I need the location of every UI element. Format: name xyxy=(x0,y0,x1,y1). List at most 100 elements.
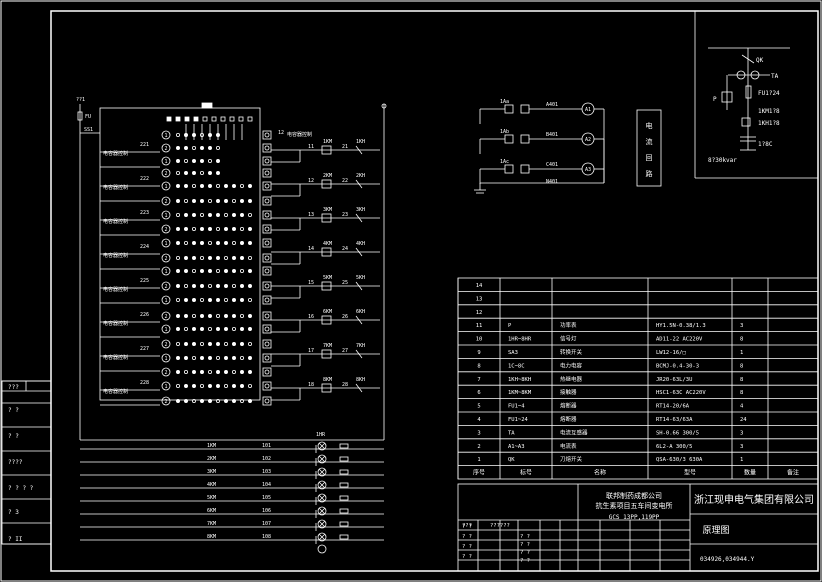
wire xyxy=(355,179,363,189)
right-terminal xyxy=(262,396,272,406)
bom-cell: 4 xyxy=(477,417,481,423)
terminal-number: 1 xyxy=(164,184,167,190)
wire xyxy=(318,468,326,476)
left-number: 15 xyxy=(308,280,314,286)
contact-dot xyxy=(199,283,204,288)
contact-dot xyxy=(199,383,204,388)
contact-dot xyxy=(175,341,180,346)
left-number: 11 xyxy=(308,144,314,150)
bom-cell: 熔断器 xyxy=(560,415,577,423)
terminal-number: 2 xyxy=(164,199,167,205)
drawing-number: 034926,034944.Y xyxy=(700,556,755,563)
bom-cell: QK xyxy=(508,457,515,463)
left-margin-table: ???? ?? ?????? ? ? ?? 3? II xyxy=(1,380,52,545)
terminal-number: 1 xyxy=(164,269,167,275)
coil-symbol xyxy=(339,469,349,475)
relay-contact xyxy=(321,281,332,291)
label-ss: SS1 xyxy=(84,127,93,133)
switch-marker xyxy=(211,116,217,122)
left-terminal xyxy=(161,224,171,234)
right-terminal-dot xyxy=(264,369,270,375)
coil-label: 2KM xyxy=(207,456,216,462)
contact-dot xyxy=(207,313,212,318)
contact-dot xyxy=(239,198,244,203)
kh-label: 2KH xyxy=(356,173,365,179)
drawing-title: 原理图 xyxy=(702,525,729,536)
wire xyxy=(318,455,326,463)
right-terminal xyxy=(262,324,272,334)
contact-dot xyxy=(183,158,188,163)
contact-dot xyxy=(175,170,180,175)
relay-contact xyxy=(321,145,332,155)
switch-marker xyxy=(220,116,226,122)
contact-dot xyxy=(247,383,252,388)
contact-dot xyxy=(231,341,236,346)
contact-dot xyxy=(231,283,236,288)
bom-cell: TA xyxy=(508,430,515,436)
right-terminal-dot xyxy=(264,398,270,404)
terminal-number: 2 xyxy=(164,171,167,177)
contact-dot xyxy=(175,355,180,360)
contact-dot xyxy=(191,145,196,150)
right-number: 27 xyxy=(342,348,348,354)
bom-cell: 7 xyxy=(477,377,480,383)
contact-dot xyxy=(199,297,204,302)
right-terminal xyxy=(262,210,272,220)
switch-marker xyxy=(202,116,208,122)
bom-cell: 3 xyxy=(740,430,743,436)
bom-cell: BCMJ-0.4-30-3 xyxy=(656,363,699,369)
contact-dot xyxy=(231,313,236,318)
contact-dot xyxy=(199,313,204,318)
title-left-cell: ? ? xyxy=(462,524,472,530)
relay-label: 4KM xyxy=(323,241,332,247)
contact-dot xyxy=(223,355,228,360)
contact-dot xyxy=(247,240,252,245)
contact-dot xyxy=(247,326,252,331)
terminal-number: 1 xyxy=(164,298,167,304)
bom-cell: 4 xyxy=(740,404,744,410)
title-left-cell: ? ? xyxy=(462,554,472,560)
contact-dot xyxy=(175,132,180,137)
project-line3: GCS 13PP,119PP xyxy=(609,514,660,521)
bom-cell: 3 xyxy=(740,444,743,450)
relay-contact xyxy=(321,213,332,223)
contact-dot xyxy=(183,255,188,260)
contact-dot xyxy=(207,183,212,188)
contact-dot xyxy=(215,145,220,150)
right-terminal-dot xyxy=(264,132,270,138)
terminal-number: 2 xyxy=(164,146,167,152)
bom-cell: AD11-22 AC220V xyxy=(656,337,703,343)
left-terminal xyxy=(161,353,171,363)
contact-dot xyxy=(207,198,212,203)
bom-cell: P xyxy=(508,323,512,329)
left-terminal xyxy=(161,367,171,377)
contact-dot xyxy=(207,283,212,288)
contact-dot xyxy=(207,226,212,231)
coil-symbol xyxy=(339,443,349,449)
ctrl-label: 电容器控制 xyxy=(103,252,128,259)
bom-cell: 11 xyxy=(476,323,483,329)
contact-dot xyxy=(175,240,180,245)
relay-contact xyxy=(321,179,332,189)
contact-dot xyxy=(215,226,220,231)
contact-dot xyxy=(231,255,236,260)
contact-dot xyxy=(191,268,196,273)
contact-dot xyxy=(247,355,252,360)
kh-label: 8KH xyxy=(356,377,365,383)
terminal-number: 2 xyxy=(164,342,167,348)
wire xyxy=(355,383,363,393)
bom-cell: 3 xyxy=(740,323,743,329)
title-mid-cell: ? ? xyxy=(520,558,530,564)
fu-label: FU1?24 xyxy=(758,90,780,97)
left-terminal xyxy=(161,381,171,391)
ct-label: 1Aa xyxy=(500,99,509,105)
bom-cell: 8 xyxy=(740,390,743,396)
contact-dot xyxy=(207,255,212,260)
coil-number: 108 xyxy=(262,534,271,540)
contact-dot xyxy=(191,198,196,203)
coil-number: 106 xyxy=(262,508,271,514)
contact-dot xyxy=(183,198,188,203)
bom-cell: 8 xyxy=(740,377,743,383)
ctrl-label: 电容器控制 xyxy=(103,286,128,293)
